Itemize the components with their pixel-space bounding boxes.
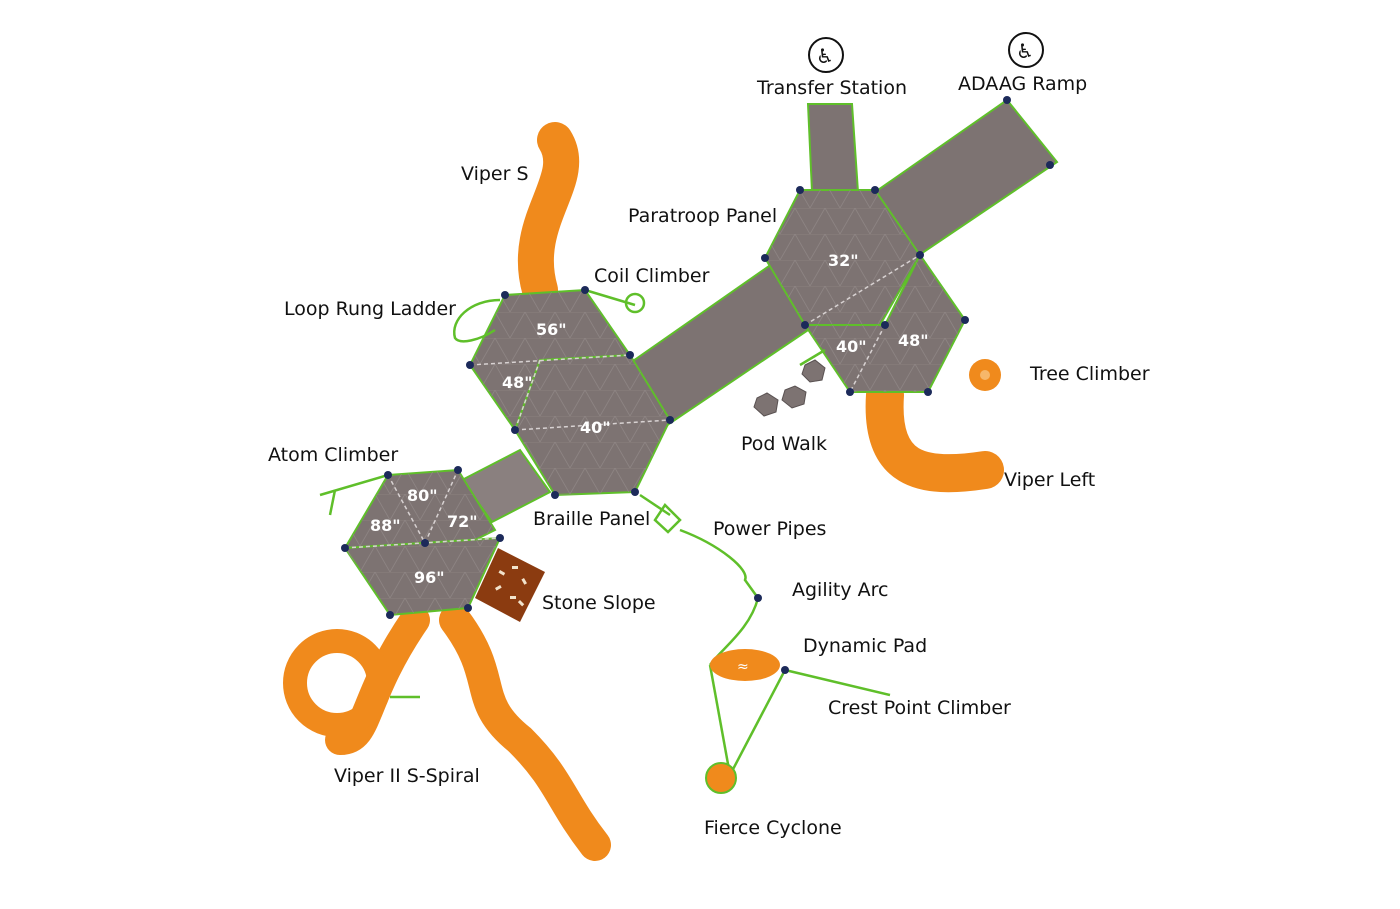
spiral-slide-loop [283, 629, 391, 737]
label-transfer-station: Transfer Station [757, 77, 907, 99]
label-viper-s: Viper S [461, 163, 529, 185]
label-agility-arc: Agility Arc [792, 579, 889, 601]
dynamic-pad [710, 649, 780, 681]
deck-height-label: 80" [407, 486, 438, 505]
label-loop-rung-ladder: Loop Rung Ladder [284, 298, 456, 320]
label-braille-panel: Braille Panel [533, 508, 651, 530]
stone-slope-panel [475, 548, 545, 622]
tree-climber-center [980, 370, 990, 380]
label-viper-left: Viper Left [1004, 469, 1096, 491]
dynamic-pad-glyph: ≈ [737, 659, 749, 675]
deck-posts [341, 96, 1054, 674]
label-stone-slope: Stone Slope [542, 592, 656, 614]
label-paratroop-panel: Paratroop Panel [628, 205, 778, 227]
deck-lower-left-bottom [345, 538, 500, 615]
label-fierce-cyclone: Fierce Cyclone [704, 817, 842, 839]
viper-ii-s-spiral-slide [439, 604, 611, 861]
deck-height-label: 72" [447, 512, 478, 531]
svg-text:♿: ♿ [816, 44, 834, 68]
label-dynamic-pad: Dynamic Pad [803, 635, 928, 657]
transfer-station-steps [806, 103, 860, 193]
svg-text:♿: ♿ [1016, 39, 1034, 63]
label-crest-point-climber: Crest Point Climber [828, 697, 1011, 719]
deck-upper-right [765, 190, 920, 325]
deck-right-lower [805, 255, 965, 392]
deck-height-label: 56" [536, 320, 567, 339]
climber-frames [319, 288, 891, 776]
label-viper-ii-s-spiral: Viper II S-Spiral [334, 765, 480, 787]
deck-height-label: 48" [898, 331, 929, 350]
deck-height-label: 88" [370, 516, 401, 535]
label-atom-climber: Atom Climber [268, 444, 399, 466]
deck-height-label: 40" [836, 337, 867, 356]
label-tree-climber: Tree Climber [1030, 363, 1150, 385]
deck-lower-left-top [345, 470, 495, 548]
viper-left-slide [865, 376, 1004, 493]
wheelchair-accessibility-icon: ♿ [808, 37, 844, 73]
deck-height-label: 96" [414, 568, 445, 587]
label-pod-walk: Pod Walk [741, 433, 828, 455]
deck-height-label: 40" [580, 418, 611, 437]
deck-height-label: 48" [502, 373, 533, 392]
stone-slope-holds [494, 566, 527, 607]
deck-height-label: 32" [828, 251, 859, 270]
label-power-pipes: Power Pipes [713, 518, 827, 540]
viper-s-slide [517, 122, 579, 308]
label-adaag-ramp: ADAAG Ramp [958, 73, 1088, 95]
pod-walk-pods [753, 359, 826, 417]
fierce-cyclone-disc [705, 762, 737, 794]
label-coil-climber: Coil Climber [594, 265, 710, 287]
wheelchair-accessibility-icon: ♿ [1008, 32, 1044, 68]
